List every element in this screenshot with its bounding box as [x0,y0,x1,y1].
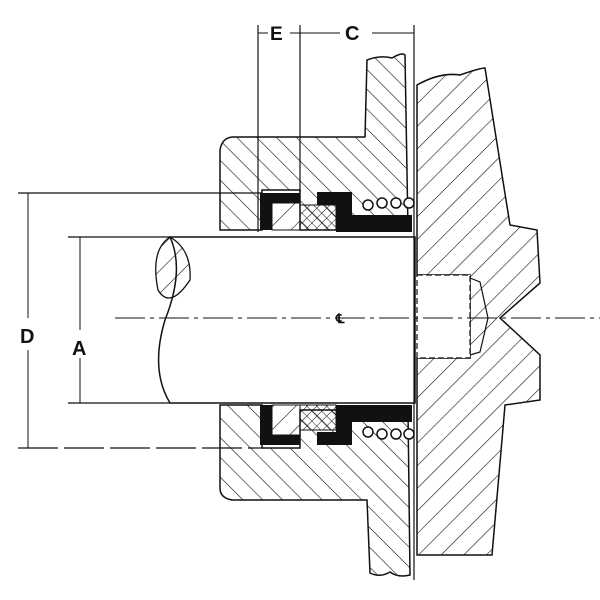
pump-housing [416,67,541,556]
seal-face-bottom [299,404,337,431]
springs-bottom [362,426,415,440]
housing-bore [416,274,471,359]
label-d: D [20,326,34,348]
centerline-symbol: ℄ [335,311,345,326]
shaft-break [155,236,191,299]
seal-face-top [299,204,337,231]
label-e: E [270,24,283,45]
shaft [157,236,416,404]
gland-bottom [219,404,411,577]
springs-top [362,197,415,211]
gland-top [219,53,409,231]
stationary-seat-top [271,202,301,231]
label-a: A [72,338,86,360]
stationary-seat-gasket-top [260,193,300,230]
stationary-seat-bottom [271,404,301,436]
bellows-bottom [317,405,412,445]
bellows-top [317,192,412,232]
label-c: C [345,23,359,45]
